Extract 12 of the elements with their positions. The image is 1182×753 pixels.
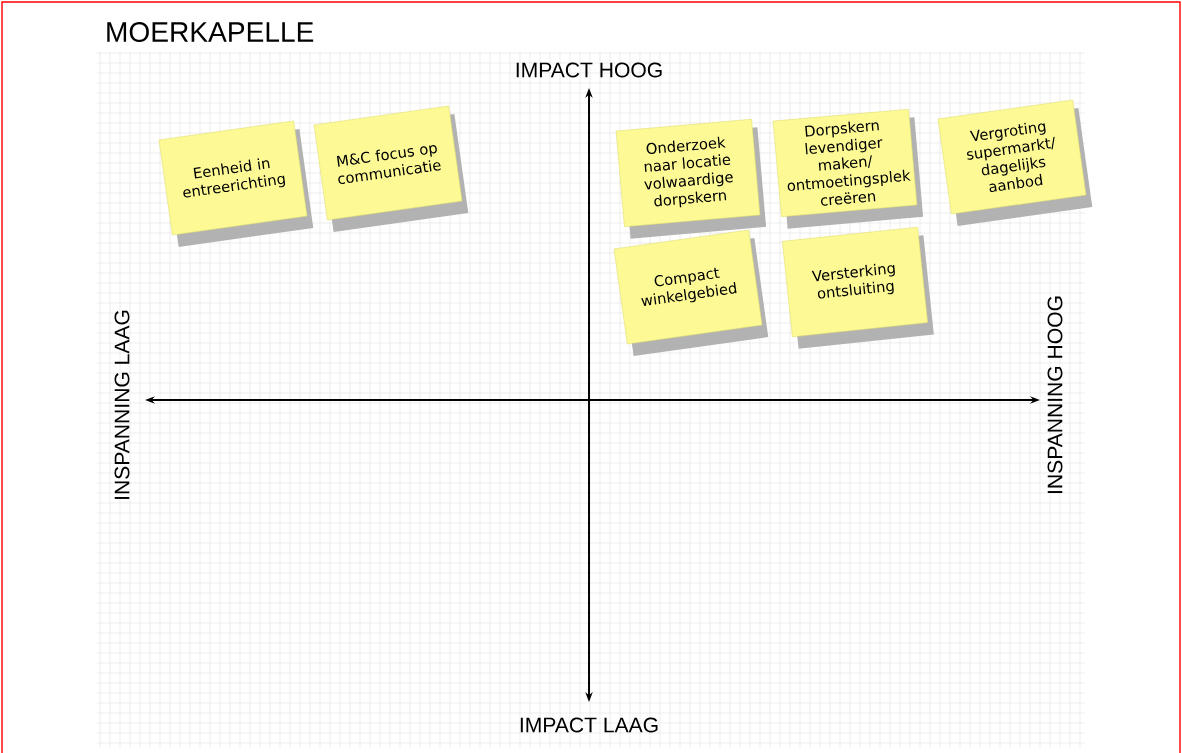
axis-label: INSPANNING LAAG bbox=[114, 310, 130, 499]
sticky-note: Eenheid in entreerichting bbox=[158, 120, 314, 247]
axis-label: INSPANNING HOOG bbox=[1047, 296, 1063, 494]
sticky-note: Versterking ontsluiting bbox=[782, 226, 934, 349]
axis-label: IMPACT HOOG bbox=[516, 62, 662, 78]
axis-label: IMPACT LAAG bbox=[520, 717, 658, 733]
sticky-note: Compact winkelgebied bbox=[613, 229, 769, 356]
sticky-note: Onderzoek naar locatie volwaardige dorpskern bbox=[615, 118, 767, 239]
title: MOERKAPELLE bbox=[107, 22, 314, 42]
sticky-note: Vergroting supermarkt/ dagelijks aanbod bbox=[937, 99, 1093, 226]
sticky-note: Dorpskern levendiger maken/ ontmoetingsplek creëren bbox=[772, 108, 924, 229]
sticky-note: M&C focus op communicatie bbox=[313, 105, 469, 232]
